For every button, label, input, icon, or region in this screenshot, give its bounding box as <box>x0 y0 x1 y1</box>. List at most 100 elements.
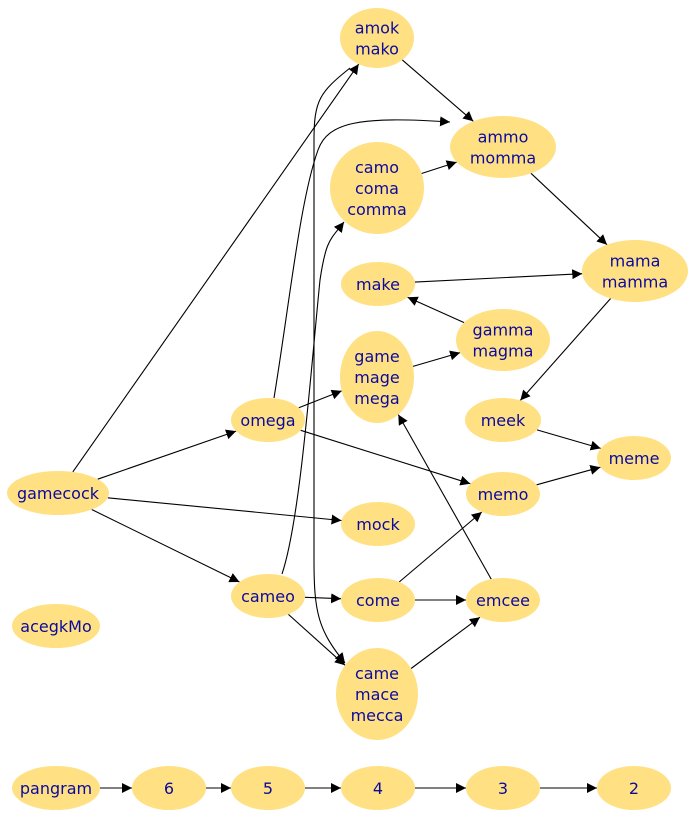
edge-game-to-gamma <box>412 350 461 367</box>
node-label-n4: 4 <box>373 779 383 798</box>
node-n6: 6 <box>132 766 206 810</box>
node-label-came: mace <box>355 685 399 704</box>
node-omega: omega <box>231 398 305 442</box>
node-shape-n3 <box>466 766 540 810</box>
node-label-mock: mock <box>356 515 400 534</box>
edge-cameo-to-come <box>304 593 342 604</box>
edge-gamecock-to-mock <box>107 497 342 525</box>
node-label-n6: 6 <box>164 779 174 798</box>
node-shape-came <box>336 648 418 740</box>
node-memo: memo <box>466 472 540 516</box>
node-label-camo: coma <box>355 179 399 198</box>
edge-emcee-to-game <box>397 414 492 580</box>
node-meme: meme <box>597 436 671 480</box>
edge-gamecock-to-omega <box>97 429 237 480</box>
node-label-gamma: magma <box>473 342 534 361</box>
node-come: come <box>341 578 415 622</box>
node-n4: 4 <box>341 766 415 810</box>
edge-gamma-to-make <box>407 296 465 324</box>
node-shape-n2 <box>597 766 671 810</box>
node-shape-omega <box>231 398 305 442</box>
edge-gamecock-to-cameo <box>91 509 240 583</box>
edge-amok-to-ammo <box>401 59 474 122</box>
edge-come-to-memo <box>398 511 483 583</box>
node-label-come: come <box>356 591 400 610</box>
node-acegkmo: acegkMo <box>12 604 100 648</box>
node-label-mama: mama <box>610 252 661 271</box>
node-make: make <box>341 262 415 306</box>
edge-memo-to-meme <box>536 465 601 486</box>
edge-make-to-mama <box>414 269 583 283</box>
node-label-cameo: cameo <box>241 587 295 606</box>
node-shape-n4 <box>341 766 415 810</box>
node-label-pangram: pangram <box>20 779 92 798</box>
node-shape-meek <box>465 398 541 442</box>
node-ammo: ammo momma <box>450 116 556 178</box>
node-gamecock: gamecock <box>7 471 109 515</box>
edge-mama-to-meek <box>519 298 612 401</box>
node-label-camo: camo <box>355 158 399 177</box>
node-label-n2: 2 <box>629 779 639 798</box>
node-label-memo: memo <box>478 485 529 504</box>
edge-camo-to-ammo <box>421 160 457 175</box>
node-label-camo: comma <box>347 200 407 219</box>
node-label-ammo: ammo <box>478 128 529 147</box>
node-label-meme: meme <box>609 449 660 468</box>
node-n3: 3 <box>466 766 540 810</box>
edges-layer <box>72 59 612 793</box>
node-label-emcee: emcee <box>476 591 530 610</box>
node-came: came mace mecca <box>336 648 418 740</box>
node-label-n3: 3 <box>498 779 508 798</box>
node-shape-amok <box>340 8 414 68</box>
edge-cameo-to-camo <box>281 221 345 575</box>
node-label-amok: mako <box>355 40 399 59</box>
node-shape-camo <box>330 142 424 234</box>
node-game: game mage mega <box>340 331 414 423</box>
node-shape-gamma <box>456 309 550 371</box>
node-label-came: came <box>355 664 399 683</box>
edge-omega-to-game <box>298 389 342 409</box>
node-meek: meek <box>465 398 541 442</box>
node-shape-emcee <box>466 578 540 622</box>
node-label-gamma: gamma <box>473 321 534 340</box>
node-gamma: gamma magma <box>456 309 550 371</box>
node-label-meek: meek <box>481 411 526 430</box>
node-shape-game <box>340 331 414 423</box>
edge-gamecock-to-amok <box>72 63 360 473</box>
node-label-acegkmo: acegkMo <box>20 617 91 636</box>
node-camo: camo coma comma <box>330 142 424 234</box>
edge-amok-to-came <box>313 67 351 664</box>
node-cameo: cameo <box>231 574 305 618</box>
node-label-came: mecca <box>351 706 404 725</box>
node-label-game: mage <box>354 368 399 387</box>
edge-ammo-to-mama <box>530 172 608 246</box>
node-label-mama: mamma <box>602 273 668 292</box>
node-label-game: mega <box>354 389 399 408</box>
edge-cameo-to-came <box>288 613 346 666</box>
node-mama: mama mamma <box>582 240 688 302</box>
node-n2: 2 <box>597 766 671 810</box>
node-shape-pangram <box>12 766 100 810</box>
edge-omega-to-ammo <box>273 116 451 399</box>
node-n5: 5 <box>231 766 305 810</box>
node-shape-n5 <box>231 766 305 810</box>
node-mock: mock <box>341 502 415 546</box>
node-shape-n6 <box>132 766 206 810</box>
node-emcee: emcee <box>466 578 540 622</box>
node-shape-mama <box>582 240 688 302</box>
node-label-omega: omega <box>240 411 295 430</box>
node-label-ammo: momma <box>470 149 536 168</box>
edge-came-to-emcee <box>410 616 481 669</box>
node-label-gamecock: gamecock <box>17 484 100 503</box>
node-shape-acegkmo <box>12 604 100 648</box>
node-label-game: game <box>354 347 399 366</box>
node-shape-make <box>341 262 415 306</box>
edge-omega-to-memo <box>300 429 471 486</box>
node-shape-gamecock <box>7 471 109 515</box>
node-label-n5: 5 <box>263 779 273 798</box>
node-pangram: pangram <box>12 766 100 810</box>
node-shape-ammo <box>450 116 556 178</box>
node-label-amok: amok <box>355 19 400 38</box>
nodes-layer: amokmakoammomommacamocomacommamamamammam… <box>7 8 688 810</box>
